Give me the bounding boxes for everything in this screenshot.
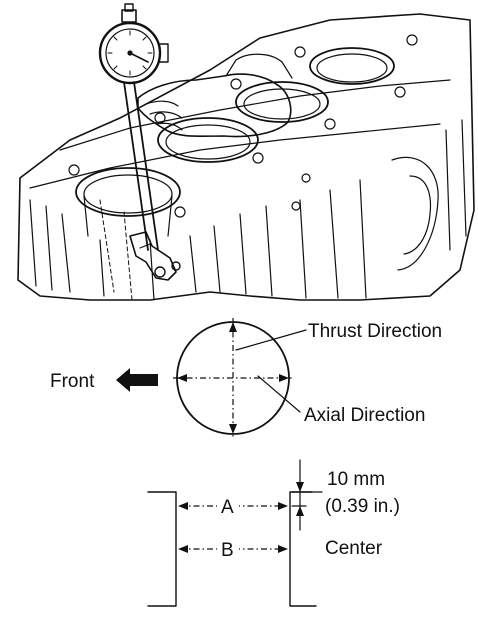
arrow-down-icon bbox=[229, 424, 237, 434]
axial-leader-line bbox=[257, 375, 301, 413]
label-b: B bbox=[221, 540, 234, 561]
arrow-left-icon bbox=[177, 374, 187, 382]
front-arrow-icon bbox=[116, 368, 158, 392]
arrow-up-icon bbox=[296, 506, 304, 516]
orientation-diagram: Thrust Direction Axial Direction Front bbox=[50, 318, 442, 438]
engine-block-illustration bbox=[17, 3, 475, 301]
right-wall-line bbox=[289, 491, 317, 607]
arrow-left-icon bbox=[178, 545, 188, 553]
thrust-direction-label: Thrust Direction bbox=[308, 321, 442, 342]
axial-direction-label: Axial Direction bbox=[304, 405, 425, 426]
thrust-leader-line bbox=[235, 329, 307, 351]
offset-mm-label: 10 mm bbox=[327, 469, 385, 490]
position-diagram: A B 10 mm (0.39 in.) Center bbox=[147, 459, 400, 607]
arrow-up-icon bbox=[229, 322, 237, 332]
center-label: Center bbox=[325, 538, 383, 559]
arrow-left-icon bbox=[178, 502, 188, 510]
arrow-right-icon bbox=[279, 374, 289, 382]
label-a: A bbox=[221, 497, 234, 518]
offset-inch-label: (0.39 in.) bbox=[325, 496, 400, 517]
left-wall-line bbox=[147, 491, 177, 607]
arrow-right-icon bbox=[278, 545, 288, 553]
arrow-down-icon bbox=[296, 482, 304, 492]
arrow-right-icon bbox=[278, 502, 288, 510]
front-label: Front bbox=[50, 371, 95, 392]
